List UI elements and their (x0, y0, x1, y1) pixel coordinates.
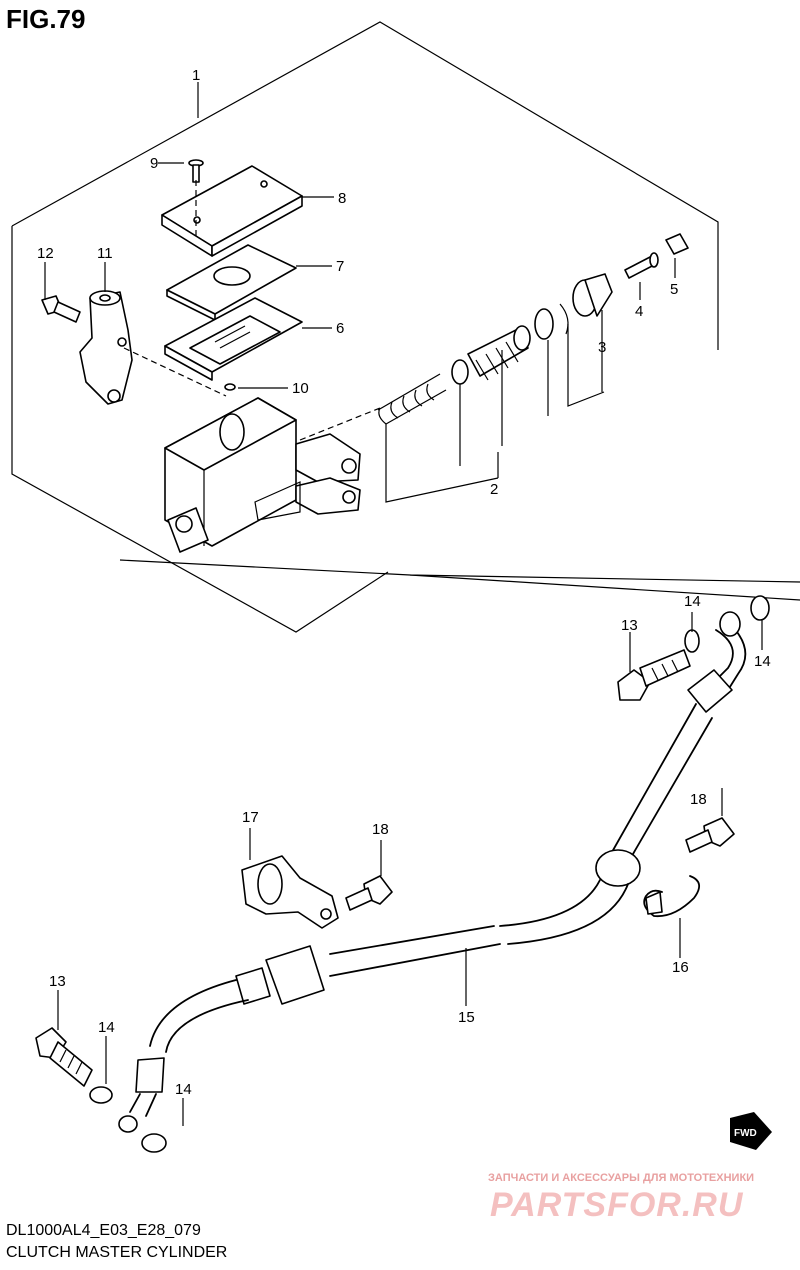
guide-bolt (685, 817, 735, 853)
callout-12: 12 (37, 245, 54, 262)
callout-16: 16 (672, 959, 689, 976)
clamp-bolt (345, 875, 393, 911)
callout-labels: 1 2 3 4 5 6 7 8 9 10 11 12 13 14 14 18 1… (37, 67, 771, 1098)
reservoir-cap (161, 165, 303, 257)
push-rod (624, 252, 659, 279)
callout-8: 8 (338, 190, 346, 207)
callout-4: 4 (635, 303, 643, 320)
figure-title: FIG.79 (6, 4, 86, 34)
callout-17: 17 (242, 809, 259, 826)
callout-1: 1 (192, 67, 200, 84)
callout-6: 6 (336, 320, 344, 337)
diaphragm-plate (166, 244, 297, 321)
gasket-lower-1 (89, 1086, 113, 1104)
callout-14-upper-2: 14 (754, 653, 771, 670)
fwd-label: FWD (734, 1128, 757, 1139)
union-bolt-lower (35, 1027, 93, 1087)
gasket-upper-1 (684, 629, 700, 653)
callout-13-upper: 13 (621, 617, 638, 634)
push-rod-nut (665, 233, 689, 255)
callout-5: 5 (670, 281, 678, 298)
diaphragm (164, 297, 303, 381)
assembly-box-outline (11, 21, 800, 633)
callout-11: 11 (97, 245, 113, 262)
hose-guide (643, 875, 700, 918)
gasket-lower-2 (141, 1133, 167, 1153)
callout-13-lower: 13 (49, 973, 66, 990)
watermark-tagline: ЗАПЧАСТИ И АКСЕССУАРЫ ДЛЯ МОТОТЕХНИКИ (488, 1172, 755, 1184)
callout-14-lower-1: 14 (98, 1019, 115, 1036)
clip-ring (224, 383, 236, 391)
clutch-hose (118, 611, 747, 1133)
callout-18-right: 18 (690, 791, 707, 808)
callout-7: 7 (336, 258, 344, 275)
watermark-logo: PARTSFOR.RU (490, 1186, 744, 1224)
callout-2: 2 (490, 481, 498, 498)
piston-set (377, 273, 613, 425)
leader-lines (44, 162, 763, 1126)
callout-9: 9 (150, 155, 158, 172)
fwd-direction-arrow: FWD (730, 1112, 772, 1150)
master-cylinder-body (164, 397, 361, 553)
cap-screw (188, 159, 204, 183)
callout-3: 3 (598, 339, 606, 356)
hose-clamp (241, 855, 339, 929)
master-cylinder-holder (79, 290, 133, 405)
callout-brackets (123, 180, 605, 503)
union-bolt-upper (617, 649, 691, 701)
callout-14-lower-2: 14 (175, 1081, 192, 1098)
holder-bolt (41, 295, 81, 323)
callout-10: 10 (292, 380, 309, 397)
callout-14-upper-1: 14 (684, 593, 701, 610)
model-code: DL1000AL4_E03_E28_079 (6, 1222, 201, 1239)
figure-name: CLUTCH MASTER CYLINDER (6, 1244, 228, 1261)
gasket-upper-2 (750, 595, 770, 621)
callout-18-left: 18 (372, 821, 389, 838)
callout-15: 15 (458, 1009, 475, 1026)
